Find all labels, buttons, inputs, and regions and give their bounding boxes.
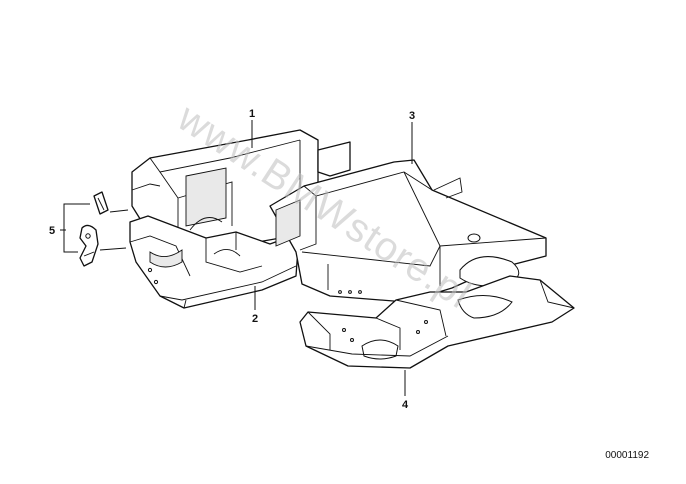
part-5-clips [79, 191, 129, 267]
callout-5: 5 [49, 225, 55, 237]
callout-4: 4 [402, 399, 409, 411]
diagram-id-label: 00001192 [605, 450, 649, 461]
part-1-upper-cover [131, 129, 351, 251]
part-4-lower-tray [299, 275, 575, 369]
part-2-lower-tray [129, 215, 299, 309]
callout-1: 1 [249, 108, 255, 120]
callout-3: 3 [409, 110, 415, 122]
callout-2: 2 [252, 313, 258, 325]
leader-lines [60, 120, 413, 396]
